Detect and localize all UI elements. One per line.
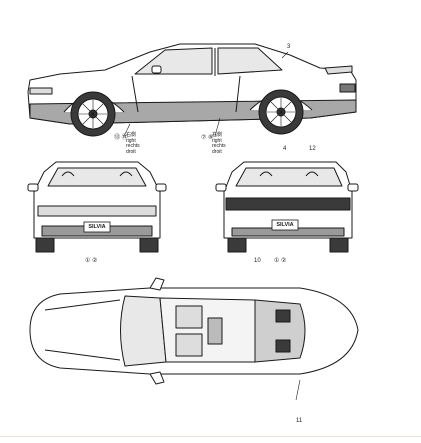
callout-12: 12 xyxy=(309,146,316,152)
note-right-a-de: rechts xyxy=(126,143,140,149)
callout-10: 10 xyxy=(254,258,261,264)
bottom-rule xyxy=(0,436,421,437)
note-right-b: 右側 right rechts droit xyxy=(212,132,226,155)
note-right-b-fr: droit xyxy=(212,148,222,155)
rear-plate-text: SILVIA xyxy=(276,222,294,228)
note-right-b-jp: 右側 xyxy=(212,132,223,138)
note-right-a-jp: 右側 xyxy=(126,132,137,138)
note-right-b-en: right xyxy=(212,137,222,144)
callout-1-2-front: ① ② xyxy=(85,258,98,264)
rear-view xyxy=(215,161,359,253)
note-right-a: 右側 right rechts droit xyxy=(126,132,140,155)
front-view xyxy=(27,161,167,253)
callout-4: 4 xyxy=(283,146,287,152)
front-plate-text: SILVIA xyxy=(88,224,106,230)
note-right-a-fr: droit xyxy=(126,148,136,155)
note-right-a-en: right xyxy=(126,137,136,144)
side-taillight xyxy=(339,83,356,93)
side-headlight xyxy=(29,87,53,95)
callout-7-8: ⑦ ⑧ xyxy=(201,135,214,141)
front-plate xyxy=(83,221,111,233)
callout-1-2-rear: ① ② xyxy=(274,258,287,264)
note-right-b-de: rechts xyxy=(212,143,226,149)
rear-spoiler xyxy=(324,65,353,75)
side-window-rear xyxy=(217,47,283,75)
callout-13-14: ⑬ ⑭ xyxy=(114,135,128,141)
callout-11: 11 xyxy=(296,418,303,424)
rear-plate xyxy=(271,219,299,231)
top-view xyxy=(29,277,359,385)
callout-3: 3 xyxy=(287,44,291,50)
side-mirror xyxy=(151,65,162,74)
